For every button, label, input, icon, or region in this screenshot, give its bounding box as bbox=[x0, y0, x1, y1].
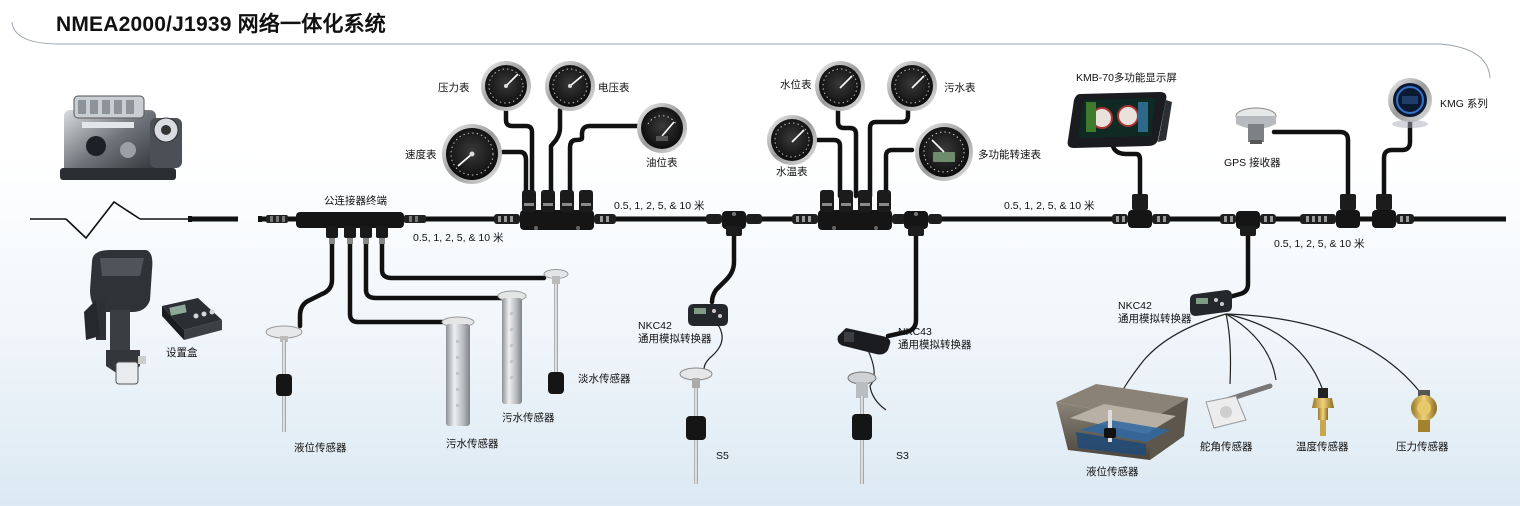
outboard-motor-image bbox=[84, 250, 153, 385]
kmg-gauge-image bbox=[1388, 78, 1432, 128]
speed-gauge bbox=[442, 124, 502, 184]
page-title: NMEA2000/J1939 网络一体化系统 bbox=[56, 13, 387, 36]
nkc43-desc: 通用模拟转换器 bbox=[898, 339, 972, 351]
s5-label: S5 bbox=[716, 450, 729, 462]
voltage-gauge bbox=[545, 61, 595, 111]
nkc42-b-model: NKC42 bbox=[1118, 300, 1152, 312]
setup-box-image bbox=[162, 298, 222, 340]
fresh-water-sensor bbox=[543, 269, 569, 394]
waste-sensor-1-label: 污水传感器 bbox=[446, 438, 499, 450]
cable-length-2: 0.5, 1, 2, 5, & 10 米 bbox=[614, 200, 705, 212]
tank-liquid-level-sensor bbox=[1056, 384, 1188, 460]
pressure-gauge-label: 压力表 bbox=[438, 82, 470, 94]
kmg-label: KMG 系列 bbox=[1440, 98, 1488, 110]
gps-receiver-image bbox=[1235, 107, 1277, 144]
s3-sensor bbox=[847, 371, 877, 484]
water-temp-gauge bbox=[767, 115, 817, 165]
cable-length-4: 0.5, 1, 2, 5, & 10 米 bbox=[1274, 238, 1365, 250]
waste-sensor-1 bbox=[441, 316, 475, 426]
liquid-sensor-1-label: 液位传感器 bbox=[294, 442, 347, 454]
waste-sensor-2-label: 污水传感器 bbox=[502, 412, 555, 424]
liquid-level-sensor-1 bbox=[265, 325, 303, 432]
fresh-water-sensor-label: 淡水传感器 bbox=[578, 373, 631, 385]
speed-gauge-label: 速度表 bbox=[405, 149, 437, 161]
fuel-gauge bbox=[637, 103, 687, 153]
water-level-gauge-label: 水位表 bbox=[780, 79, 812, 91]
nkc43-converter bbox=[837, 328, 891, 355]
setup-box-label: 设置盒 bbox=[166, 347, 198, 359]
s3-label: S3 bbox=[896, 450, 909, 462]
cable-length-3: 0.5, 1, 2, 5, & 10 米 bbox=[1004, 200, 1095, 212]
rudder-angle-sensor bbox=[1205, 383, 1273, 429]
connector-hubs bbox=[188, 190, 1414, 244]
water-temp-gauge-label: 水温表 bbox=[776, 166, 808, 178]
rudder-sensor-label: 舵角传感器 bbox=[1200, 441, 1253, 453]
waste-gauge bbox=[887, 61, 937, 111]
fuel-gauge-label: 油位表 bbox=[646, 157, 678, 169]
multifunction-tachometer bbox=[915, 123, 973, 181]
display-label: KMB-70多功能显示屏 bbox=[1076, 72, 1177, 84]
terminator-label: 公连接器终端 bbox=[324, 195, 387, 207]
pressure-sensor bbox=[1411, 390, 1437, 432]
kmb70-display-image bbox=[1067, 92, 1172, 148]
liquid-sensor-2-label: 液位传感器 bbox=[1086, 466, 1139, 478]
nkc42-converter-a bbox=[688, 304, 728, 326]
nkc42-b-desc: 通用模拟转换器 bbox=[1118, 313, 1192, 325]
s5-sensor bbox=[679, 367, 713, 484]
nkc42-a-desc: 通用模拟转换器 bbox=[638, 333, 712, 345]
water-level-gauge bbox=[815, 61, 865, 111]
waste-sensor-2 bbox=[497, 290, 527, 404]
tachometer-label: 多功能转速表 bbox=[978, 149, 1041, 161]
waste-gauge-label: 污水表 bbox=[944, 82, 976, 94]
pressure-sensor-label: 压力传感器 bbox=[1396, 441, 1449, 453]
pressure-gauge bbox=[481, 61, 531, 111]
temperature-sensor bbox=[1312, 388, 1334, 436]
voltage-gauge-label: 电压表 bbox=[598, 82, 630, 94]
cable-length-1: 0.5, 1, 2, 5, & 10 米 bbox=[413, 232, 504, 244]
nkc42-a-model: NKC42 bbox=[638, 320, 672, 332]
nkc43-model: NKC43 bbox=[898, 326, 932, 338]
gps-label: GPS 接收器 bbox=[1224, 157, 1281, 169]
nkc42-converter-b bbox=[1190, 290, 1232, 316]
temperature-sensor-label: 温度传感器 bbox=[1296, 441, 1349, 453]
engine-image bbox=[60, 95, 182, 180]
